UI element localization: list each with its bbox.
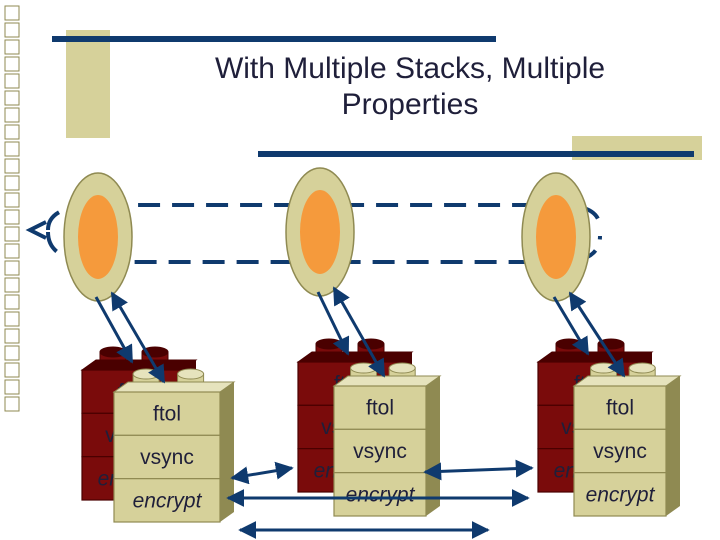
block-side-face <box>220 382 234 522</box>
block-top-face <box>112 381 236 393</box>
block-layer-label: ftol <box>606 397 634 420</box>
strip-square <box>4 277 20 293</box>
strip-square <box>4 294 20 310</box>
block-layer <box>333 428 427 474</box>
stack-3-arrow-front <box>568 291 626 378</box>
strip-square <box>4 362 20 378</box>
strip-square <box>4 175 20 191</box>
block-top-face <box>80 359 198 371</box>
block-stud-top <box>177 368 205 380</box>
block-layer <box>113 478 221 523</box>
block-layer <box>113 434 221 480</box>
block-stud-top <box>132 368 160 380</box>
strip-square <box>4 396 20 412</box>
block-layer-label: ftol <box>366 397 394 420</box>
stacks-layer: ftol vsync encrypt ftol vsync encrypt ftol vsyn… <box>63 167 682 523</box>
block-layer-label: encrypt <box>133 489 203 512</box>
stack-1-arrow-front <box>110 291 166 384</box>
strip-square <box>4 39 20 55</box>
strip-square <box>4 5 20 21</box>
block-layer-label: encrypt <box>586 483 656 506</box>
strip-square <box>4 22 20 38</box>
block-layer <box>573 385 667 430</box>
decorative-navy-bar-top <box>52 36 496 42</box>
strip-square <box>4 243 20 259</box>
strip-square <box>4 73 20 89</box>
block-layer-label: vsync <box>353 440 407 463</box>
strip-square <box>4 311 20 327</box>
ring-left-chevron-icon <box>25 220 47 240</box>
block-layer-label: encrypt <box>346 483 416 506</box>
block-stud-top <box>99 346 127 358</box>
strip-square <box>4 141 20 157</box>
block-top-face <box>296 351 414 363</box>
slide-title-line-1: With Multiple Stacks, Multiple <box>214 52 606 85</box>
strip-square <box>4 192 20 208</box>
block-stud-top <box>357 338 385 350</box>
strip-square <box>4 345 20 361</box>
strip-square <box>4 158 20 174</box>
block-top-face <box>572 375 682 387</box>
strip-square <box>4 260 20 276</box>
stack-2-arrow-front <box>332 286 386 378</box>
block-stud-top <box>315 338 343 350</box>
group-ring <box>25 203 602 264</box>
strip-square <box>4 328 20 344</box>
block-top-face <box>332 375 442 387</box>
strip-square <box>4 226 20 242</box>
strip-square <box>4 56 20 72</box>
stack-1-front-block: ftol vsync encrypt <box>112 368 236 523</box>
block-stud-top <box>590 362 618 374</box>
decorative-khaki-bar-left <box>66 30 110 138</box>
block-stud-top <box>388 362 416 374</box>
block-top-face <box>536 351 654 363</box>
block-side-face <box>426 376 440 516</box>
block-layer-label: vsync <box>593 440 647 463</box>
block-layer <box>113 391 221 436</box>
block-side-face <box>666 376 680 516</box>
bottom-arrow-4 <box>423 459 534 481</box>
stack-1-process-core <box>78 195 118 279</box>
stack-2-process-core <box>300 190 340 274</box>
strip-square <box>4 209 20 225</box>
decorative-navy-bar-bottom <box>258 151 694 157</box>
block-layer-label: vsync <box>140 446 194 469</box>
block-layer <box>333 385 427 430</box>
slide-title-line-2: Properties <box>341 88 479 121</box>
bottom-arrow-3 <box>230 461 294 485</box>
strip-square <box>4 90 20 106</box>
decorative-square-strip <box>4 5 20 412</box>
ring-top-segment <box>46 203 602 231</box>
strip-square <box>4 107 20 123</box>
ring-bottom-segment <box>46 231 602 264</box>
strip-square <box>4 379 20 395</box>
stack-3-process-core <box>536 195 576 279</box>
stack-2-front-block: ftol vsync encrypt <box>332 362 442 517</box>
block-layer <box>573 428 667 474</box>
block-stud-top <box>350 362 378 374</box>
strip-square <box>4 124 20 140</box>
block-layer-label: ftol <box>153 403 181 426</box>
block-stud-top <box>628 362 656 374</box>
stack-3-front-block: ftol vsync encrypt <box>572 362 682 517</box>
block-stud-top <box>555 338 583 350</box>
block-layer <box>573 472 667 517</box>
